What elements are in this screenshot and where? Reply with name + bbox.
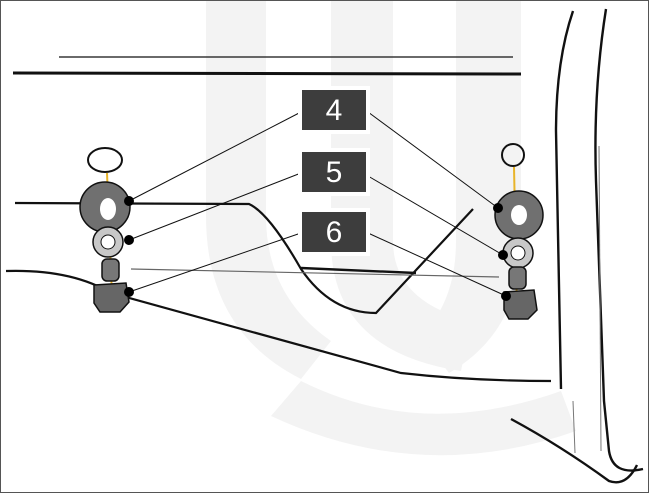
bolt-hole-outline-icon bbox=[87, 147, 123, 173]
right-lock-washer-hole bbox=[510, 245, 526, 261]
callout-5: 5 bbox=[298, 148, 370, 196]
callout-6: 6 bbox=[298, 208, 370, 256]
right-bolt-stem bbox=[508, 266, 527, 290]
panel-outline bbox=[5, 8, 644, 484]
callout-6-label: 6 bbox=[326, 216, 343, 249]
callout-5-label: 5 bbox=[326, 156, 343, 189]
callout-4: 4 bbox=[298, 86, 370, 134]
right-bolt-assembly bbox=[494, 143, 544, 320]
callout-4-label: 4 bbox=[326, 94, 343, 127]
left-washer-hole bbox=[100, 198, 116, 220]
leader-dots bbox=[124, 196, 511, 301]
left-bolt-assembly bbox=[79, 147, 131, 313]
bolt-hole-outline-icon bbox=[501, 143, 525, 167]
leader-lines bbox=[128, 111, 507, 297]
left-bolt-stem bbox=[101, 258, 120, 282]
right-hex-nut bbox=[503, 289, 538, 320]
right-washer-hole bbox=[511, 205, 527, 225]
left-lock-washer-hole bbox=[100, 234, 116, 250]
left-hex-nut bbox=[93, 282, 130, 313]
